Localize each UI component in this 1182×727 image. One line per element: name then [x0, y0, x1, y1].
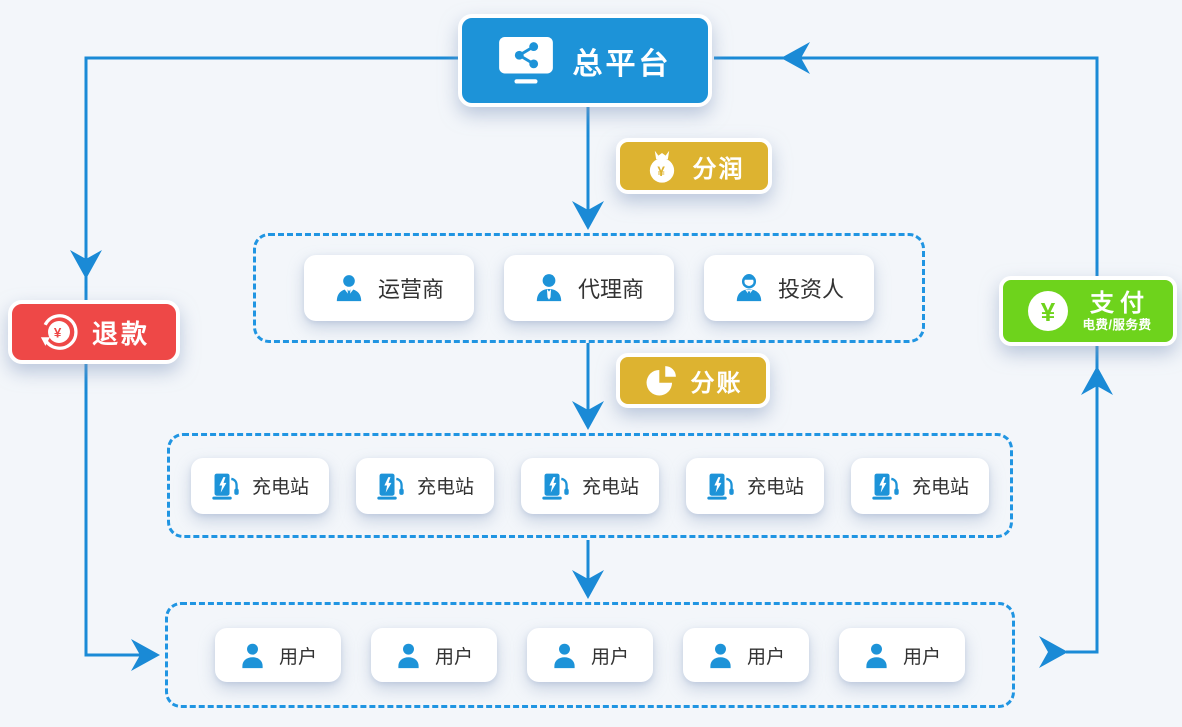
operator-node: 运营商	[303, 255, 474, 321]
station-node: 充电站	[190, 457, 329, 514]
monitor-share-icon	[498, 36, 553, 84]
user-label: 用户	[434, 646, 473, 668]
arrowheads	[70, 42, 1113, 671]
charging-pile-icon	[542, 473, 569, 500]
investor-person-icon	[736, 273, 762, 302]
user-node: 用户	[526, 628, 653, 682]
station-label: 充电站	[747, 477, 805, 498]
refund-label: 退款	[91, 318, 150, 349]
platform-node: 总平台	[458, 14, 712, 107]
users-group: 用户 用户 用户 用户	[165, 602, 1015, 708]
user-person-icon	[554, 643, 575, 668]
charging-pile-icon	[707, 473, 734, 500]
payment-sublabel: 电费/服务费	[1082, 317, 1152, 332]
svg-text:¥: ¥	[1040, 297, 1055, 327]
payment-label: 支付	[1089, 290, 1150, 318]
user-label: 用户	[903, 646, 942, 668]
split-account-badge: 分账	[616, 353, 770, 408]
station-node: 充电站	[355, 457, 494, 514]
station-node: 充电站	[851, 457, 990, 514]
station-node: 充电站	[686, 457, 825, 514]
refund-yen-icon: ¥	[40, 314, 78, 350]
svg-text:¥: ¥	[54, 325, 64, 340]
money-bag-icon: ¥	[649, 150, 674, 183]
refund-node: ¥ 退款	[8, 300, 180, 364]
user-person-icon	[710, 643, 731, 668]
user-label: 用户	[278, 646, 317, 668]
pie-chart-icon	[646, 365, 676, 395]
investor-label: 投资人	[778, 277, 845, 302]
charging-pile-icon	[377, 473, 404, 500]
user-node: 用户	[683, 628, 810, 682]
charging-pile-icon	[212, 473, 239, 500]
station-label: 充电站	[416, 477, 474, 498]
user-person-icon	[398, 643, 419, 668]
station-label: 充电站	[581, 477, 639, 498]
investor-node: 投资人	[704, 255, 875, 321]
operator-label: 运营商	[377, 277, 444, 302]
user-label: 用户	[747, 646, 786, 668]
user-node: 用户	[370, 628, 497, 682]
user-person-icon	[242, 643, 263, 668]
split-account-label: 分账	[690, 370, 743, 397]
yen-circle-icon: ¥	[1027, 291, 1068, 331]
payment-node: ¥ 支付 电费/服务费	[999, 276, 1177, 346]
platform-label: 总平台	[572, 47, 672, 81]
agent-label: 代理商	[577, 277, 644, 302]
user-person-icon	[866, 643, 887, 668]
roles-group: 运营商 代理商 投资人	[253, 233, 925, 343]
charging-pile-icon	[872, 473, 899, 500]
svg-text:¥: ¥	[657, 164, 666, 179]
profit-share-label: 分润	[692, 155, 745, 183]
user-node: 用户	[839, 628, 966, 682]
station-node: 充电站	[520, 457, 659, 514]
agent-person-icon	[536, 274, 562, 302]
station-label: 充电站	[251, 477, 309, 498]
user-node: 用户	[214, 628, 341, 682]
user-label: 用户	[590, 646, 629, 668]
profit-share-badge: ¥ 分润	[616, 138, 772, 194]
station-label: 充电站	[912, 477, 970, 498]
operator-person-icon	[336, 275, 362, 302]
stations-group: 充电站 充电站 充电站	[167, 433, 1013, 538]
agent-node: 代理商	[503, 255, 674, 321]
